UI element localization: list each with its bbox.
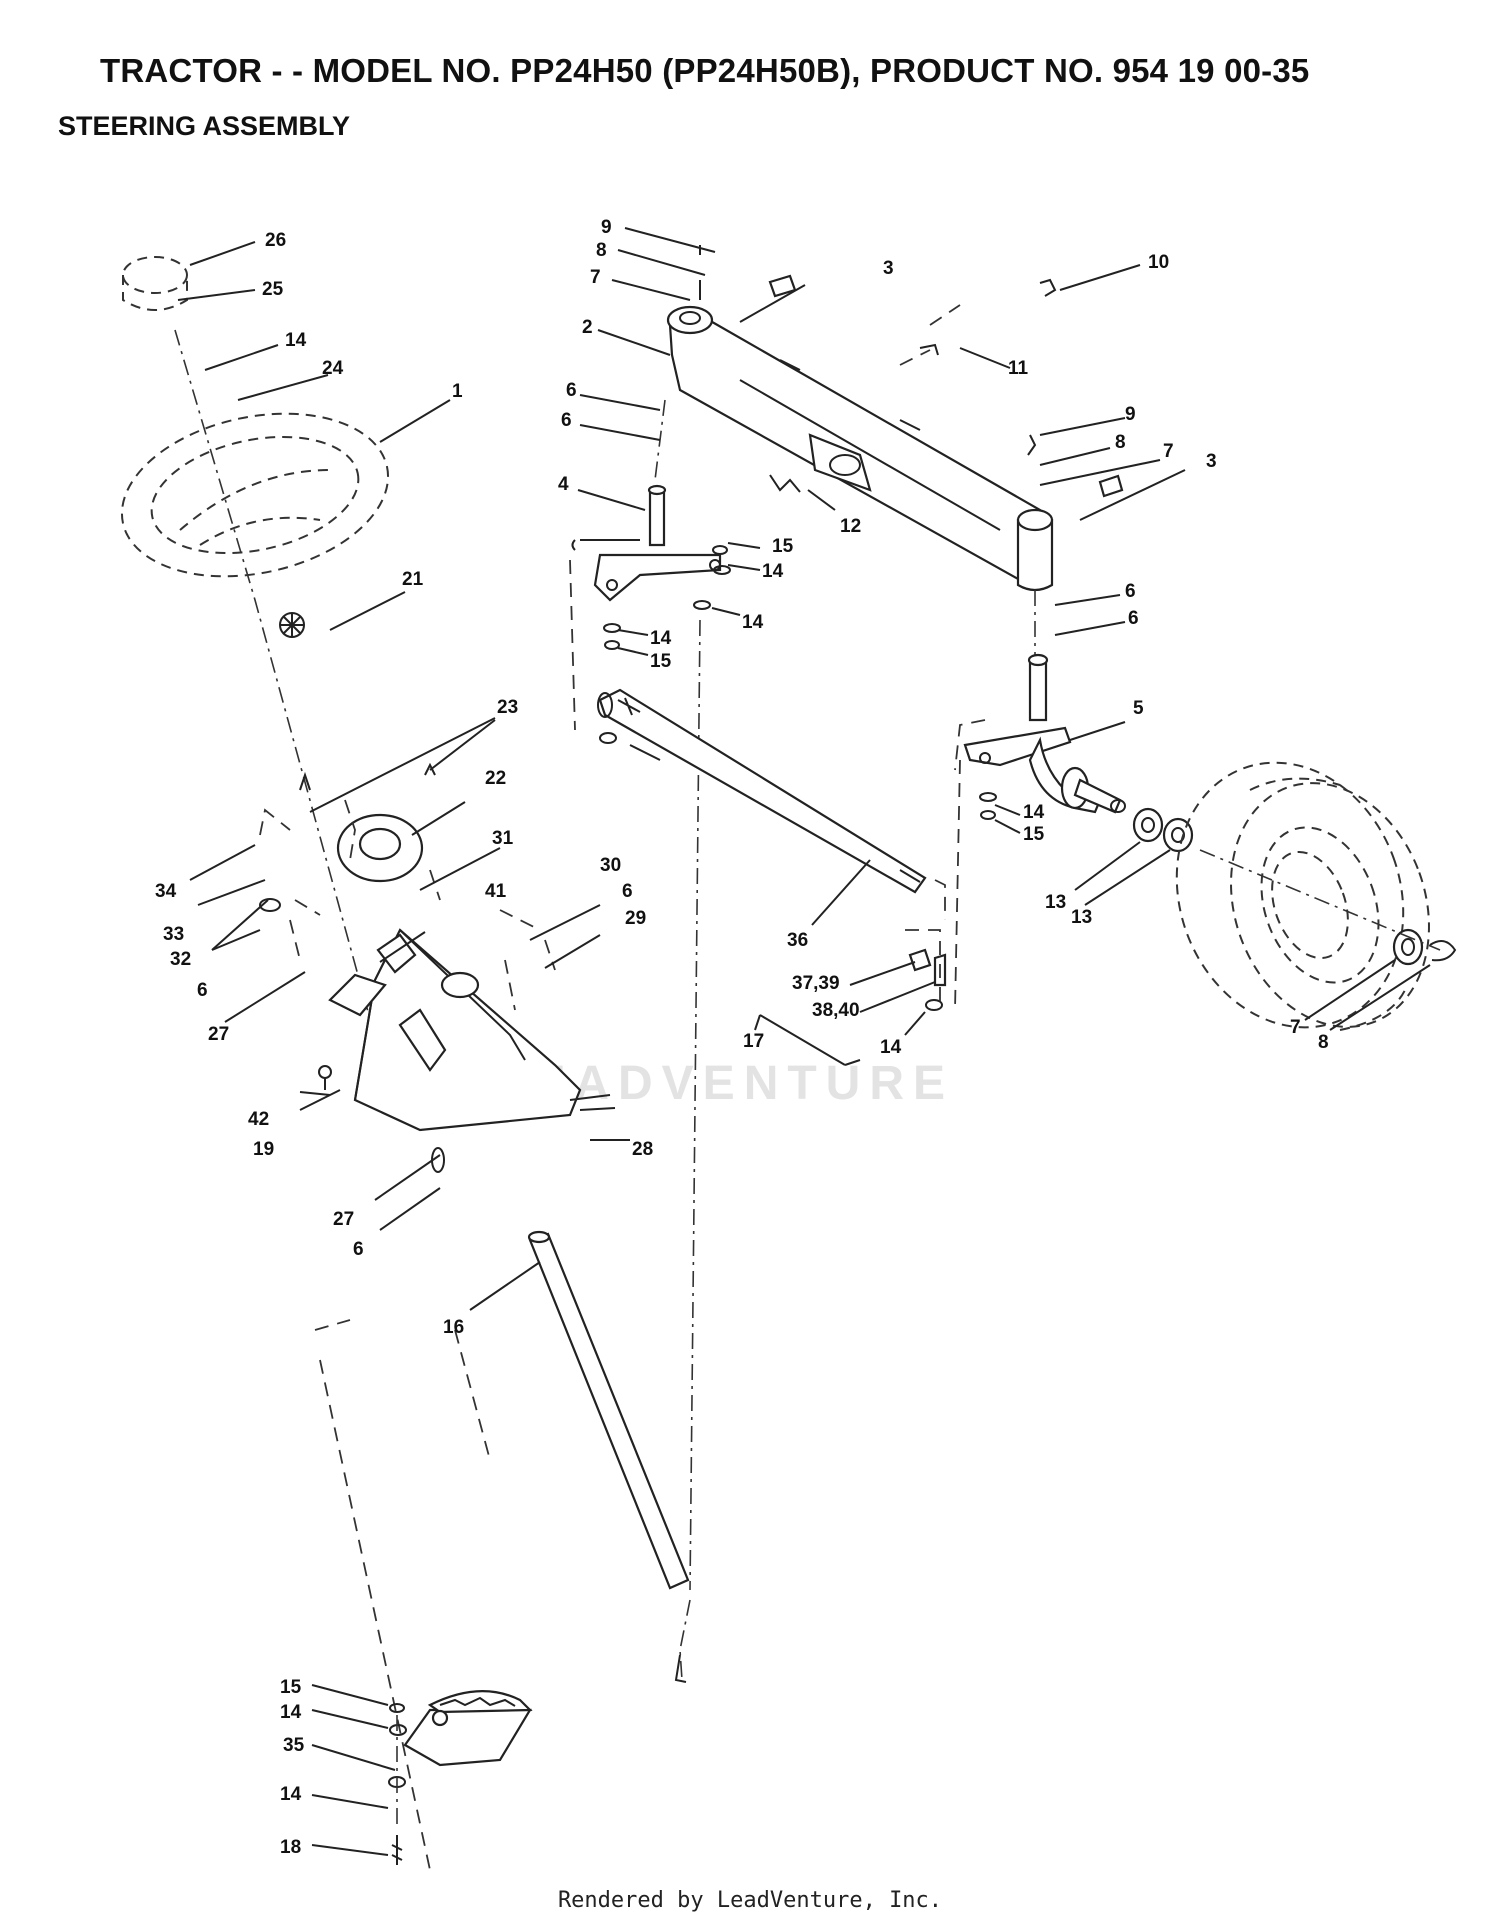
- callout-6f: 6: [1125, 581, 1136, 602]
- callout-3a: 3: [883, 258, 894, 279]
- callout-23: 23: [497, 697, 518, 718]
- callout-24: 24: [322, 358, 344, 379]
- right-spindle-group: [954, 653, 1194, 1011]
- callout-2: 2: [582, 317, 593, 338]
- tie-rod-part: [598, 688, 927, 894]
- callout-29: 29: [625, 908, 646, 929]
- callout-27a: 27: [208, 1024, 229, 1045]
- front-wheel-part: [1175, 761, 1405, 1029]
- bracket-tab-part: [328, 973, 387, 1017]
- callout-8c: 8: [1318, 1032, 1329, 1053]
- callout-15b: 15: [772, 536, 794, 557]
- callout-10: 10: [1148, 252, 1169, 273]
- axle-pivot-part: [808, 433, 872, 492]
- footer-credit: Rendered by LeadVenture, Inc.: [557, 1888, 943, 1913]
- left-spindle-group: [569, 484, 731, 1591]
- bolt-part: [569, 1094, 616, 1111]
- callout-9a: 9: [601, 217, 612, 238]
- steering-shaft-part: [528, 1232, 690, 1590]
- callout-22: 22: [485, 768, 506, 789]
- retainer-clip-part: [1429, 940, 1457, 962]
- callout-21: 21: [402, 569, 424, 590]
- callout-18: 18: [280, 1837, 301, 1858]
- callout-13a: 13: [1045, 892, 1066, 913]
- callout-19: 19: [253, 1139, 274, 1160]
- washer-part-2: [1162, 817, 1194, 853]
- callout-15d: 15: [1023, 824, 1045, 845]
- front-wheel-group: [1175, 761, 1457, 1031]
- callout-28: 28: [632, 1139, 653, 1160]
- callout-27b: 27: [333, 1209, 354, 1230]
- steering-support-group: [259, 762, 616, 1173]
- callout-7c: 7: [1290, 1017, 1301, 1038]
- callout-32: 32: [170, 949, 191, 970]
- callout-14d: 14: [742, 612, 764, 633]
- callout-38-40: 38,40: [812, 1000, 860, 1021]
- callout-25: 25: [262, 279, 284, 300]
- callout-35: 35: [283, 1735, 305, 1756]
- callout-6b: 6: [622, 881, 633, 902]
- callout-6e: 6: [561, 410, 572, 431]
- page-title: TRACTOR - - MODEL NO. PP24H50 (PP24H50B)…: [100, 52, 1310, 89]
- callout-16: 16: [443, 1317, 464, 1338]
- left-spindle-part: [648, 488, 666, 547]
- callout-8b: 8: [1115, 432, 1126, 453]
- callout-14e: 14: [650, 628, 672, 649]
- callout-7a: 7: [590, 267, 601, 288]
- callout-33: 33: [163, 924, 184, 945]
- sector-gear-part: [403, 1708, 532, 1767]
- pin-part: [1039, 278, 1057, 297]
- callout-6a: 6: [197, 980, 208, 1001]
- callout-4: 4: [558, 474, 569, 495]
- callout-9b: 9: [1125, 404, 1136, 425]
- callout-14c: 14: [762, 561, 784, 582]
- callout-26: 26: [265, 230, 286, 251]
- callout-5: 5: [1133, 698, 1144, 719]
- tie-rod-group: [597, 688, 947, 1011]
- steering-cap-part: [122, 256, 188, 294]
- washer-part: [1132, 807, 1164, 843]
- callout-14b: 14: [280, 1784, 302, 1805]
- callout-6g: 6: [1128, 608, 1139, 629]
- callout-42: 42: [248, 1109, 269, 1130]
- callout-6c: 6: [353, 1239, 364, 1260]
- callout-14a: 14: [280, 1702, 302, 1723]
- front-axle-group: [654, 245, 1124, 660]
- section-subtitle: STEERING ASSEMBLY: [58, 111, 351, 141]
- leader-lines: [177, 227, 1431, 1856]
- steering-cap-body: [122, 275, 188, 311]
- callout-30: 30: [600, 855, 621, 876]
- callout-17: 17: [743, 1031, 764, 1052]
- callout-14g: 14: [1023, 802, 1045, 823]
- callout-37-39: 37,39: [792, 973, 840, 994]
- callout-7b: 7: [1163, 441, 1174, 462]
- callout-1: 1: [452, 381, 463, 402]
- callout-6d: 6: [566, 380, 577, 401]
- callout-8a: 8: [596, 240, 607, 261]
- callout-15c: 15: [650, 651, 672, 672]
- pivot-bolt-part: [769, 474, 801, 493]
- callout-36: 36: [787, 930, 808, 951]
- steering-shaft-group: [314, 1230, 691, 1871]
- callout-13b: 13: [1071, 907, 1092, 928]
- callout-12: 12: [840, 516, 861, 537]
- callout-11: 11: [1008, 358, 1029, 379]
- right-spindle-part: [1028, 658, 1048, 722]
- callout-31: 31: [492, 828, 514, 849]
- callout-41: 41: [485, 881, 507, 902]
- callout-14h: 14: [880, 1037, 902, 1058]
- fitting-part-right: [1098, 474, 1124, 498]
- callout-15a: 15: [280, 1677, 302, 1698]
- steering-support-plate: [353, 928, 582, 1132]
- callout-labels: 26 25 14 24 1 21 23 22 31 34 33 32 6 41 …: [155, 217, 1329, 1858]
- callout-3b: 3: [1206, 451, 1217, 472]
- steering-wheel-group: [120, 256, 396, 1111]
- sector-gear-group: [388, 1690, 533, 1865]
- tie-rod-end-part: [908, 948, 932, 972]
- steering-wheel-part: [120, 412, 390, 578]
- callout-34: 34: [155, 881, 177, 902]
- callout-14: 14: [285, 330, 307, 351]
